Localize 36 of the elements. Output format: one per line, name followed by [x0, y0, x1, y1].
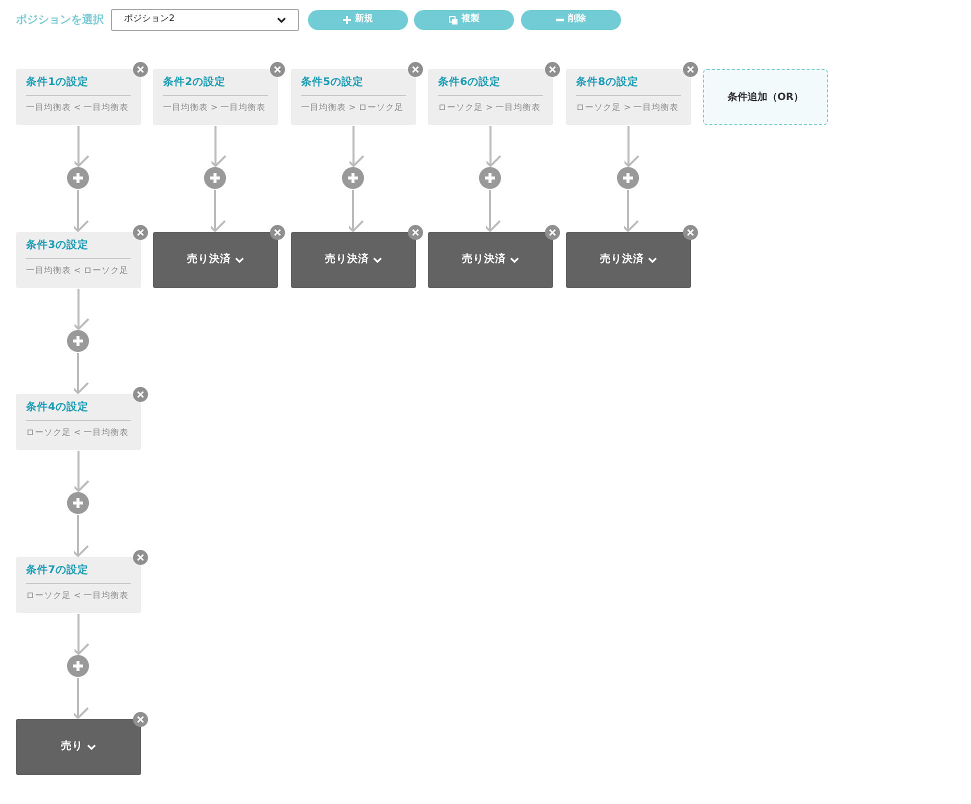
select-label: ポジションを選択: [16, 12, 104, 28]
condition-text: 一目均衡表 > ローソク足: [301, 102, 405, 114]
condition-text: ローソク足 < 一目均衡表: [26, 427, 130, 439]
action-label: 売り決済: [600, 252, 644, 268]
condition-title: 条件7の設定: [26, 563, 90, 578]
condition-text: ローソク足 < 一目均衡表: [26, 590, 130, 602]
condition-text: ローソク足 > 一目均衡表: [576, 102, 680, 114]
add-step-button: [67, 167, 89, 189]
action-label: 売り: [61, 739, 83, 754]
add-condition-box: [703, 69, 828, 125]
add-condition-label: 条件追加（OR）: [727, 90, 804, 104]
new-button: 新規: [308, 10, 408, 30]
duplicate-button: 複製: [414, 10, 514, 30]
add-step-button: [204, 167, 226, 189]
condition-title: 条件8の設定: [576, 75, 640, 90]
condition-text: ローソク足 > 一目均衡表: [438, 102, 542, 114]
condition-title: 条件5の設定: [301, 75, 364, 90]
add-step-button: [67, 492, 89, 514]
condition-title: 条件1の設定: [26, 75, 90, 90]
delete-button: 削除: [521, 10, 621, 30]
condition-text: 一目均衡表 > 一目均衡表: [163, 102, 267, 114]
action-label: 売り決済: [462, 252, 506, 268]
add-step-button: [342, 167, 364, 189]
condition-title: 条件3の設定: [26, 238, 90, 253]
add-step-button: [67, 330, 89, 352]
action-label: 売り決済: [325, 252, 369, 268]
condition-title: 条件6の設定: [438, 75, 502, 90]
action-label: 売り決済: [187, 252, 231, 268]
position-select: ポジション2: [111, 9, 299, 31]
add-step-button: [67, 655, 89, 677]
condition-text: 一目均衡表 < ローソク足: [26, 265, 130, 277]
condition-text: 一目均衡表 < 一目均衡表: [26, 102, 130, 114]
add-step-button: [617, 167, 639, 189]
condition-title: 条件4の設定: [26, 400, 90, 415]
add-step-button: [479, 167, 501, 189]
condition-title: 条件2の設定: [163, 75, 226, 90]
